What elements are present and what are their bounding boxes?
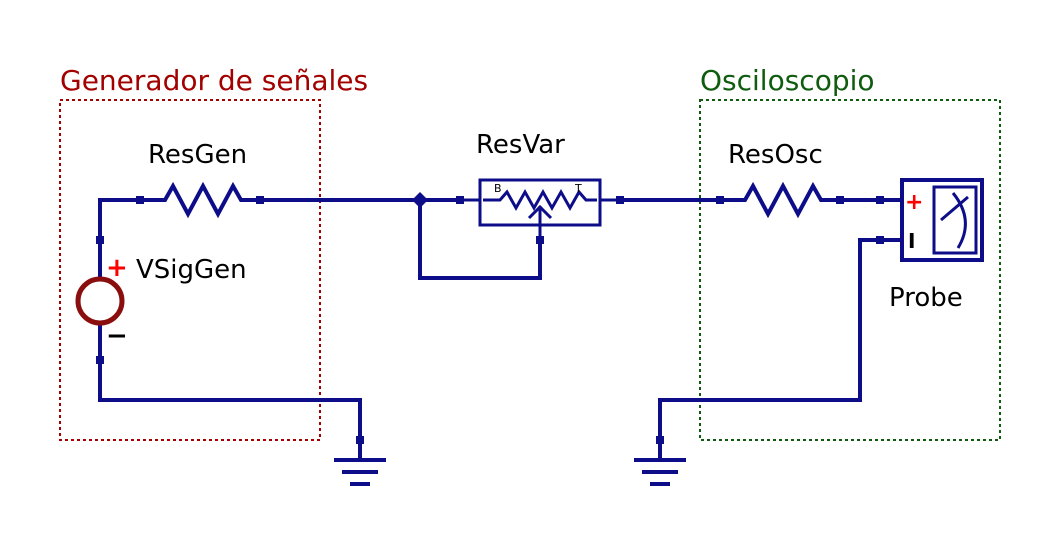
oscilloscope-group-box [699,99,1001,441]
pins [96,196,884,444]
resvar-label: ResVar [476,130,565,160]
wire-wiper-loop [418,198,542,280]
probe-plus-sign: + [905,190,923,215]
wire-source-top [98,198,142,242]
resvar-pin-t: T [574,182,582,195]
vsiggen-label: VSigGen [136,255,247,285]
wire-source-ground [98,358,362,442]
wires [98,198,904,442]
vsiggen-voltage-source-icon[interactable] [75,238,125,362]
ground-icon [334,438,386,486]
vsiggen-minus-sign: − [106,321,128,351]
resvar-pin-b: B [494,182,502,195]
probe-minus-sign: I [908,229,915,253]
oscilloscope-group-label: Osciloscopio [700,64,875,97]
probe-meter-icon[interactable] [900,178,984,262]
ground-icon [634,438,686,486]
probe-label: Probe [889,283,963,313]
resgen-resistor-icon[interactable] [138,181,262,219]
resosc-resistor-icon[interactable] [718,181,842,219]
resgen-label: ResGen [148,140,247,170]
generator-group-label: Generador de señales [60,64,368,97]
resosc-label: ResOsc [728,140,823,170]
junction-dot [412,192,428,208]
wire-probe-ground [658,238,904,442]
vsiggen-plus-sign: + [106,253,128,283]
resvar-potentiometer-icon[interactable] [460,178,620,240]
